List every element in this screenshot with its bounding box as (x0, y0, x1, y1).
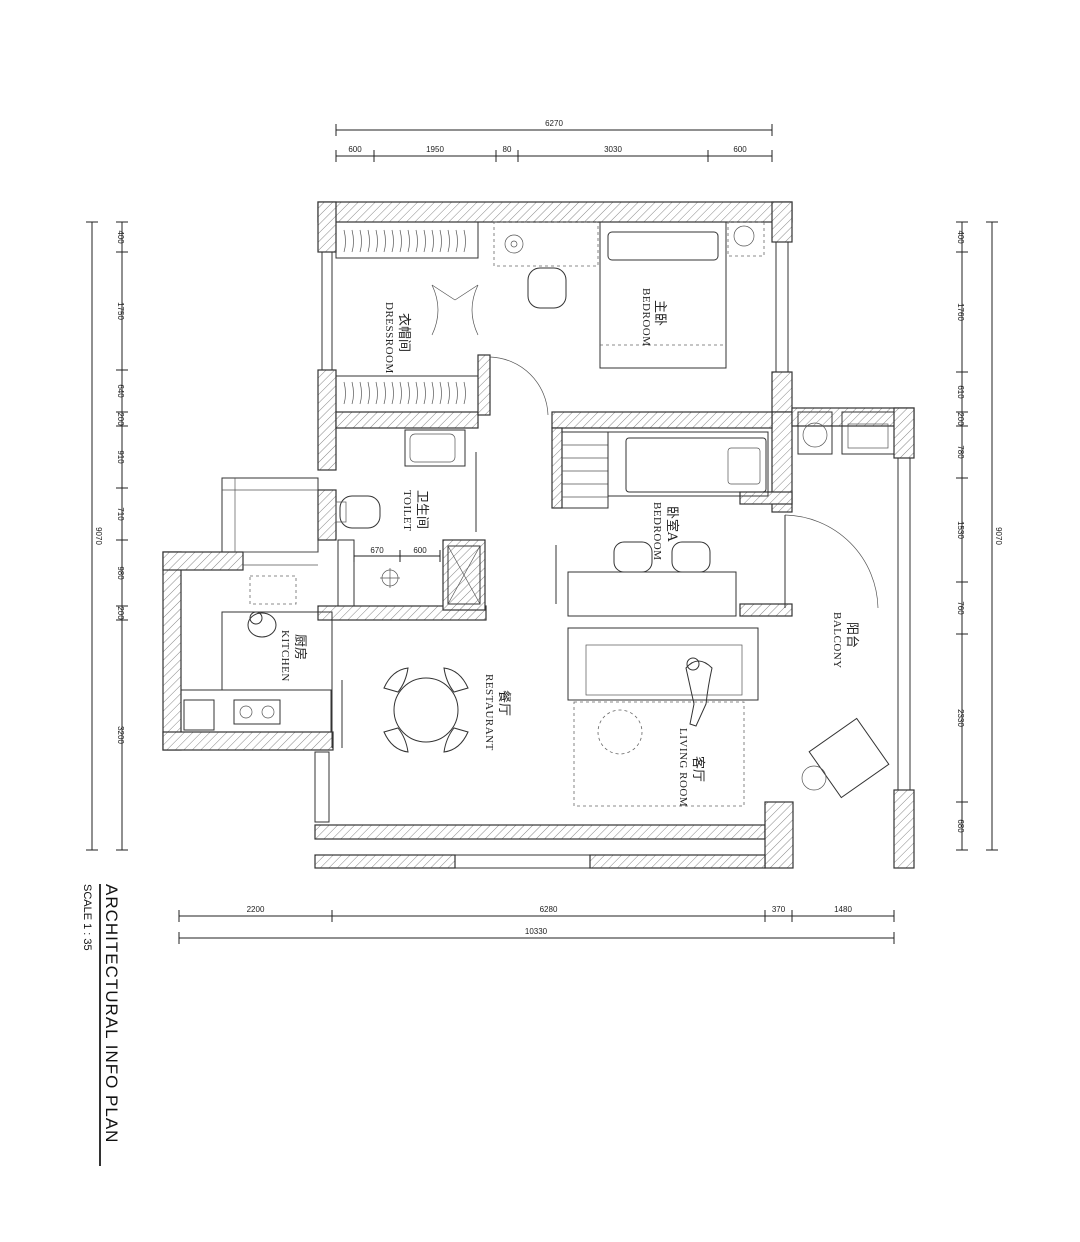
left-total-dimension: 9070 (94, 527, 103, 545)
left_segments-5: 710 (116, 507, 125, 521)
right_segments-7: 2330 (956, 709, 965, 727)
balcony-label-en: BALCONY (831, 612, 843, 669)
top-dimensions: 6270 600 1950 80 3030 600 (335, 119, 773, 162)
hangers-top (343, 229, 466, 253)
right_segments-0: 400 (956, 230, 965, 244)
left_segments-2: 640 (116, 384, 125, 398)
top_segments-1: 1950 (426, 145, 444, 154)
left_segments-4: 910 (116, 450, 125, 464)
bottom-dimensions: 10330 2200 6280 370 1480 (178, 905, 895, 944)
right_segments-2: 610 (956, 385, 965, 399)
plan-scale: SCALE 1 : 35 (81, 884, 93, 951)
plan-title: ARCHITECTURAL INFO PLAN (102, 884, 121, 1143)
left-dimensions: 9070 400 1750 640 200 910 710 980 200 3200 (86, 221, 128, 851)
left_segments-8: 3200 (116, 726, 125, 744)
right-dimensions: 9070 400 1760 610 200 780 1530 760 2330 680 (956, 221, 1003, 851)
right_segments-4: 780 (956, 445, 965, 459)
toilet-label-zh: 卫生间 (414, 490, 429, 529)
master-bedroom-label-zh: 主卧 (652, 300, 667, 326)
restaurant-label-en: RESTAURANT (483, 674, 495, 751)
stairs (561, 431, 609, 509)
right_segments-5: 1530 (956, 521, 965, 539)
kitchen-label-en: KITCHEN (279, 630, 291, 682)
kitchen-label-zh: 厨房 (292, 634, 308, 660)
toilet_segments-0: 670 (370, 546, 384, 555)
person-figures (247, 611, 713, 727)
dressroom-label-en: DRESSROOM (383, 302, 395, 374)
restaurant-label-zh: 餐厅 (496, 690, 512, 716)
left_segments-7: 200 (116, 606, 125, 620)
living-room-label-zh: 客厅 (690, 756, 706, 782)
right-total-dimension: 9070 (994, 527, 1003, 545)
dressroom-label-zh: 衣帽间 (396, 313, 412, 352)
left_segments-3: 200 (116, 412, 125, 426)
bedroom-a-label-en: BEDROOM (651, 502, 663, 561)
left_segments-1: 1750 (116, 302, 125, 320)
bottom-total-dimension: 10330 (525, 927, 548, 936)
bottom_segments-2: 370 (772, 905, 786, 914)
room-labels: 衣帽间 DRESSROOM 主卧 BEDROOM 卫生间 TOILET 卧室A … (279, 288, 859, 807)
top_segments-0: 600 (348, 145, 362, 154)
bedroom-a-label-zh: 卧室A (664, 506, 680, 542)
right_segments-8: 680 (956, 819, 965, 833)
walls (162, 201, 915, 869)
right_segments-6: 760 (956, 601, 965, 615)
top_segments-3: 3030 (604, 145, 622, 154)
left_segments-6: 980 (116, 566, 125, 580)
title-block: ARCHITECTURAL INFO PLAN SCALE 1 : 35 (81, 884, 121, 1166)
hangers-bottom (343, 381, 466, 405)
top_segments-4: 600 (733, 145, 747, 154)
bottom_segments-0: 2200 (247, 905, 265, 914)
top_segments-2: 80 (503, 145, 512, 154)
balcony-label-zh: 阳台 (844, 622, 859, 648)
furniture (180, 221, 895, 807)
toilet-dimensions: 670 600 (353, 546, 441, 562)
master-bedroom-label-en: BEDROOM (640, 288, 652, 347)
toilet-label-en: TOILET (401, 490, 413, 531)
living-room-label-en: LIVING ROOM (677, 728, 689, 807)
left_segments-0: 400 (116, 230, 125, 244)
top-total-dimension: 6270 (545, 119, 563, 128)
right_segments-3: 200 (956, 412, 965, 426)
right_segments-1: 1760 (956, 303, 965, 321)
windows (221, 241, 911, 869)
bottom_segments-3: 1480 (834, 905, 852, 914)
bottom_segments-1: 6280 (540, 905, 558, 914)
toilet_segments-1: 600 (413, 546, 427, 555)
